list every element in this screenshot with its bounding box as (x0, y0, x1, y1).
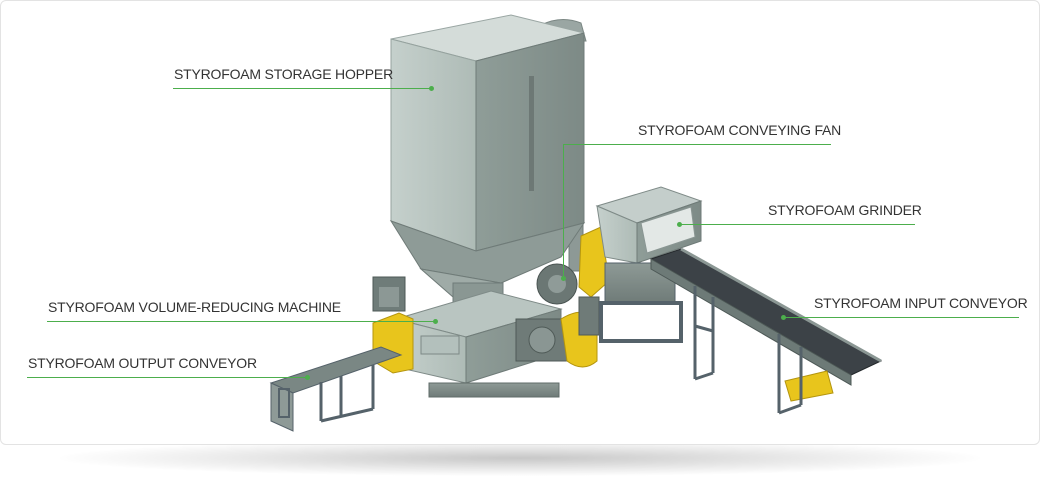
leader-conveying-fan-vertical (563, 144, 564, 278)
leader-dot-grinder (677, 222, 682, 227)
leader-output-conveyor (27, 377, 307, 378)
conveying-fan (536, 226, 610, 336)
leader-dot-conveying-fan (561, 276, 566, 281)
leader-dot-volume-reducing-machine (433, 319, 438, 324)
label-volume-reducing-machine: STYROFOAM VOLUME-REDUCING MACHINE (48, 299, 341, 315)
leader-volume-reducing-machine (47, 321, 435, 322)
leader-conveying-fan (563, 144, 831, 145)
volume-reducing-machine (372, 276, 598, 398)
leader-storage-hopper (173, 88, 432, 89)
diagram-frame: STYROFOAM STORAGE HOPPER STYROFOAM CONVE… (0, 0, 1040, 445)
drop-shadow (60, 440, 980, 476)
grinder (595, 186, 703, 343)
storage-hopper (389, 14, 586, 306)
label-conveying-fan: STYROFOAM CONVEYING FAN (638, 122, 842, 138)
leader-dot-storage-hopper (429, 86, 434, 91)
leader-input-conveyor (784, 317, 1019, 318)
output-conveyor (269, 346, 403, 432)
label-output-conveyor: STYROFOAM OUTPUT CONVEYOR (28, 355, 257, 371)
machine-illustration (269, 14, 883, 432)
label-input-conveyor: STYROFOAM INPUT CONVEYOR (814, 295, 1028, 311)
label-grinder: STYROFOAM GRINDER (768, 202, 922, 218)
label-storage-hopper: STYROFOAM STORAGE HOPPER (174, 66, 393, 82)
leader-dot-input-conveyor (781, 315, 786, 320)
leader-dot-output-conveyor (305, 375, 310, 380)
leader-grinder (680, 224, 915, 225)
input-conveyor (649, 247, 883, 415)
